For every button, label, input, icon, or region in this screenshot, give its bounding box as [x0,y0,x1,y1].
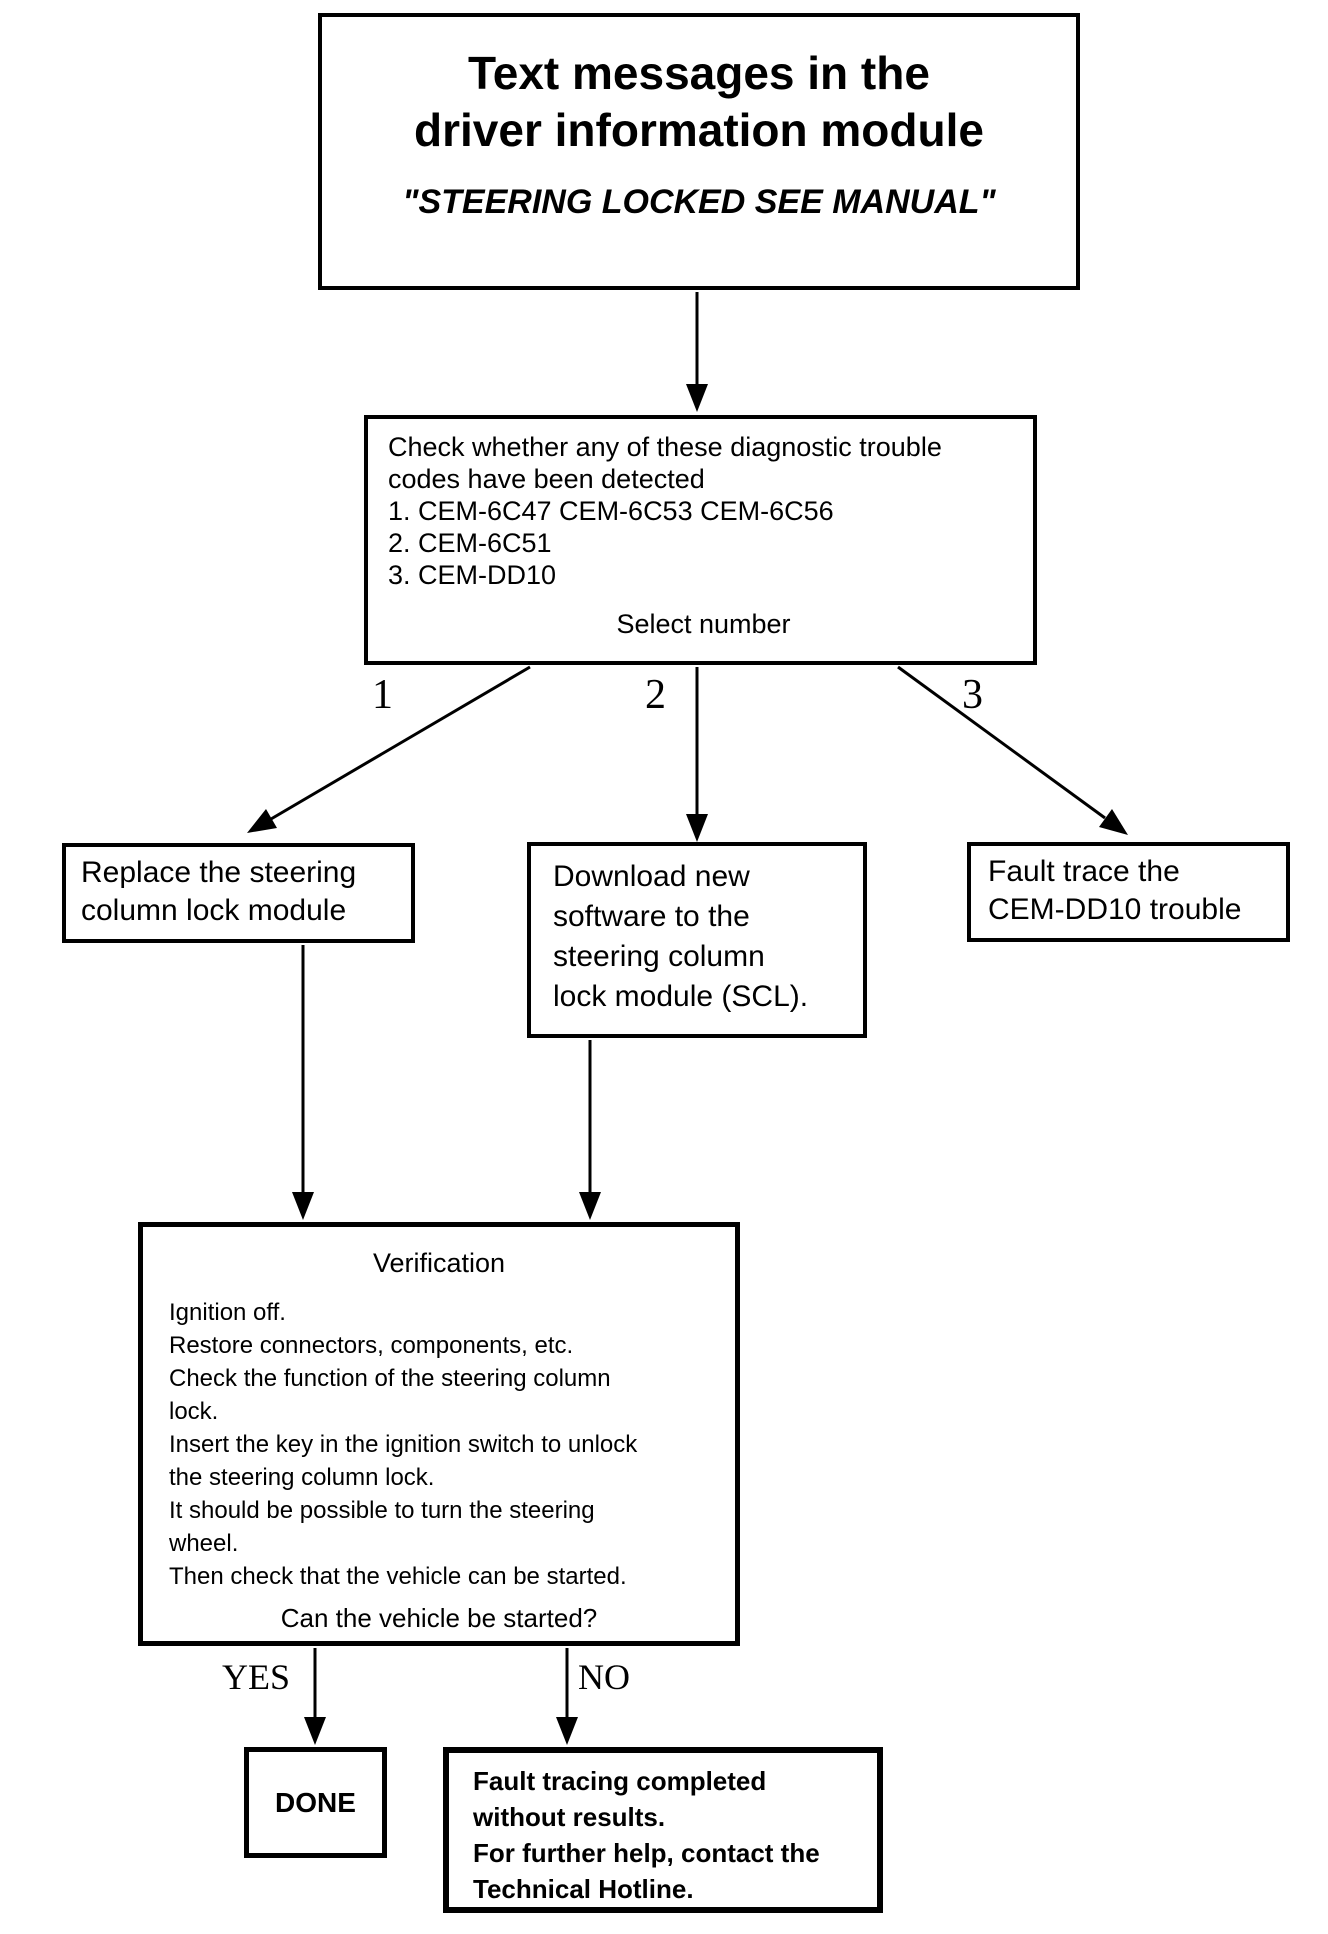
download-box-line: software to the [553,900,750,933]
replace-module-box: Replace the steering column lock module [62,843,415,943]
verification-line: lock. [169,1398,219,1425]
download-box-line: steering column [553,940,765,973]
title-line-1: Text messages in the [468,47,930,99]
arrow-title-to-check [686,292,708,412]
fault-trace-box: Fault trace the CEM-DD10 trouble [967,842,1290,942]
hotline-box-line: without results. [473,1802,666,1832]
branch-label-3: 3 [962,672,983,718]
check-box-line: Check whether any of these diagnostic tr… [388,432,942,462]
fault-trace-box-line: Fault trace the [988,855,1180,888]
no-label: NO [578,1657,630,1697]
branch-label-2: 2 [645,672,666,718]
verification-question: Can the vehicle be started? [280,1603,598,1633]
select-number-prompt: Select number [616,609,791,639]
verification-box: Verification Ignition off. Restore conne… [138,1222,740,1646]
check-codes-box: Check whether any of these diagnostic tr… [364,415,1037,665]
hotline-box-line: For further help, contact the [473,1838,820,1868]
verification-line: Check the function of the steering colum… [169,1365,611,1392]
title-box: Text messages in the driver information … [318,13,1080,290]
replace-box-line: column lock module [81,894,347,927]
arrow-branch-1 [247,665,531,833]
verification-line: Insert the key in the ignition switch to… [169,1431,638,1458]
verification-line: wheel. [169,1530,239,1557]
arrow-yes-to-done [304,1648,326,1745]
arrow-download-to-verification [579,1040,601,1220]
verification-heading: Verification [372,1248,506,1278]
title-line-2: driver information module [414,104,984,156]
check-box-line: 3. CEM-DD10 [388,560,557,590]
check-box-line: codes have been detected [388,464,705,494]
hotline-box-line: Fault tracing completed [473,1766,767,1796]
done-label: DONE [275,1786,356,1818]
download-box-line: lock module (SCL). [553,980,809,1013]
title-subtitle: "STEERING LOCKED SEE MANUAL" [402,183,996,221]
verification-line: It should be possible to turn the steeri… [169,1497,595,1524]
hotline-box: Fault tracing completed without results.… [443,1747,883,1913]
arrow-branch-3 [897,665,1128,835]
verification-line: the steering column lock. [169,1464,435,1491]
download-box-line: Download new [553,860,750,893]
fault-trace-box-line: CEM-DD10 trouble [988,893,1242,926]
yes-label: YES [222,1657,291,1697]
arrow-branch-2 [686,667,708,842]
download-software-box: Download new software to the steering co… [527,842,867,1038]
verification-line: Then check that the vehicle can be start… [169,1563,627,1590]
done-box: DONE [244,1747,387,1858]
replace-box-line: Replace the steering [81,856,357,889]
hotline-box-line: Technical Hotline. [473,1874,694,1904]
verification-line: Ignition off. [169,1299,286,1326]
check-box-line: 2. CEM-6C51 [388,528,552,558]
check-box-line: 1. CEM-6C47 CEM-6C53 CEM-6C56 [388,496,834,526]
verification-line: Restore connectors, components, etc. [169,1332,574,1359]
arrow-no-to-hotline [556,1648,578,1745]
branch-label-1: 1 [372,672,393,718]
arrow-replace-to-verification [292,945,314,1220]
